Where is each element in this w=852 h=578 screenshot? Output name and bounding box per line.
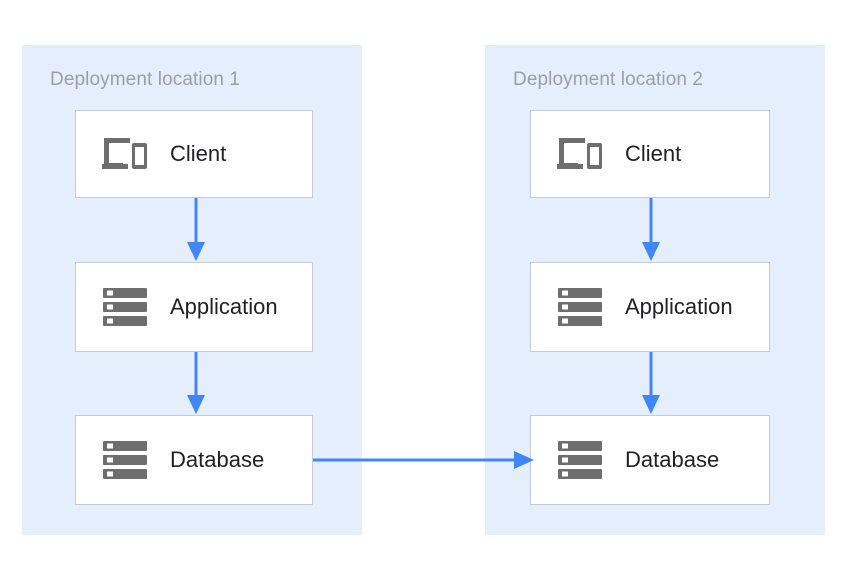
devices-icon xyxy=(553,127,607,181)
zone-2-title: Deployment location 2 xyxy=(513,69,704,90)
node-label-client-zone-1: Client xyxy=(170,141,227,166)
database-icon xyxy=(98,433,152,487)
node-application-zone-1[interactable]: Application xyxy=(75,262,313,352)
node-label-client-zone-2: Client xyxy=(625,141,682,166)
arrow-application-to-database-zone-2 xyxy=(641,352,661,415)
node-label-database-zone-1: Database xyxy=(170,447,265,472)
arrow-database-replication-zone-1-to-zone-2 xyxy=(313,450,535,470)
node-label-database-zone-2: Database xyxy=(625,447,720,472)
node-client-zone-2[interactable]: Client xyxy=(530,110,770,198)
devices-icon xyxy=(98,127,152,181)
zone-1-title: Deployment location 1 xyxy=(50,69,241,90)
database-icon xyxy=(553,433,607,487)
server-icon xyxy=(553,280,607,334)
node-client-zone-1[interactable]: Client xyxy=(75,110,313,198)
arrow-client-to-application-zone-2 xyxy=(641,198,661,262)
server-icon xyxy=(98,280,152,334)
node-label-application-zone-1: Application xyxy=(170,294,278,319)
arrow-application-to-database-zone-1 xyxy=(186,352,206,415)
arrow-client-to-application-zone-1 xyxy=(186,198,206,262)
node-database-zone-2[interactable]: Database xyxy=(530,415,770,505)
node-database-zone-1[interactable]: Database xyxy=(75,415,313,505)
node-label-application-zone-2: Application xyxy=(625,294,733,319)
node-application-zone-2[interactable]: Application xyxy=(530,262,770,352)
